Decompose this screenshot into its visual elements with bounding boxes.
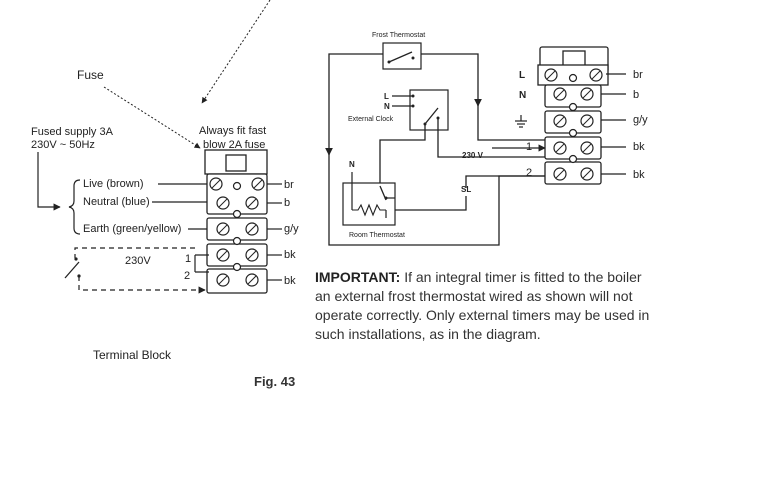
right-N-label: N (519, 90, 526, 101)
right-code-bk-1: bk (633, 141, 645, 153)
fuse-pointer-line (103, 86, 201, 149)
switch-live-dashed (74, 247, 195, 258)
fuse-label: Fuse (77, 68, 104, 82)
clock-N-label: N (384, 102, 390, 111)
supply-line-2: 230V ~ 50Hz (31, 139, 95, 151)
supply-arrow (37, 152, 61, 211)
clock-switch-contact (424, 107, 439, 125)
important-note: IMPORTANT: If an integral timer is fitte… (315, 268, 660, 344)
clock-output-wire (437, 118, 545, 158)
important-label: IMPORTANT: (315, 269, 401, 285)
left-230v-label: 230V (125, 255, 151, 267)
terminal-block-title: Terminal Block (93, 348, 172, 362)
room-heater-resistor (352, 203, 386, 217)
right-code-br: br (633, 69, 643, 81)
external-switch-wiring (194, 254, 209, 273)
switch-return-dashed (78, 276, 206, 294)
right-terminal-block (537, 46, 609, 185)
right-code-gy: g/y (633, 114, 648, 126)
external-clock-box (409, 89, 449, 131)
left-terminal-block (204, 149, 268, 294)
switch-dot-top (74, 257, 78, 261)
frost-switch-contact (388, 51, 413, 63)
left-code-br: br (284, 179, 294, 191)
left-code-bk-1: bk (284, 249, 296, 261)
right-230v-label: 230 V (462, 151, 484, 160)
wire-brace (68, 179, 81, 235)
right-colour-leads (601, 73, 626, 175)
left-terminal-1-label: 1 (185, 253, 191, 265)
sl-wire (395, 196, 467, 211)
frost-live-wire (421, 53, 545, 141)
room-thermostat-label: Room Thermostat (349, 232, 405, 239)
right-terminal-2-label: 2 (526, 167, 532, 179)
fuse-warning-line-2: blow 2A fuse (203, 139, 265, 151)
earth-symbol (515, 115, 527, 128)
left-terminal-2-label: 2 (184, 270, 190, 282)
left-code-b: b (284, 197, 290, 209)
sl-label: SL (461, 185, 471, 194)
clock-L-label: L (384, 92, 389, 101)
right-wiring-diagram: Frost Thermostat L N External Clock 230 … (325, 32, 648, 246)
neutral-wire-label: Neutral (blue) (83, 196, 150, 208)
left-terminal-diagram: Fuse Fused supply 3A 230V ~ 50Hz Always … (31, 0, 299, 362)
figure-caption: Fig. 43 (254, 374, 295, 389)
right-L-label: L (519, 70, 525, 81)
left-code-gy: g/y (284, 223, 299, 235)
right-code-bk-2: bk (633, 169, 645, 181)
room-N-label: N (349, 160, 355, 169)
live-wire-label: Live (brown) (83, 178, 144, 190)
earth-wire-label: Earth (green/yellow) (83, 223, 181, 235)
switch-contact (64, 261, 80, 279)
important-text: If an integral timer is fitted to the bo… (315, 269, 650, 342)
left-code-bk-2: bk (284, 275, 296, 287)
frost-thermostat-label: Frost Thermostat (372, 32, 425, 39)
clock-to-room-wire (379, 124, 426, 186)
left-colour-leads (267, 183, 282, 281)
right-code-b: b (633, 89, 639, 101)
fuse-arrow-top (201, 0, 271, 104)
right-terminal-1-label: 1 (526, 141, 532, 153)
external-clock-label: External Clock (348, 116, 394, 123)
fuse-warning-line-1: Always fit fast (199, 125, 266, 137)
supply-line-1: Fused supply 3A (31, 126, 114, 138)
